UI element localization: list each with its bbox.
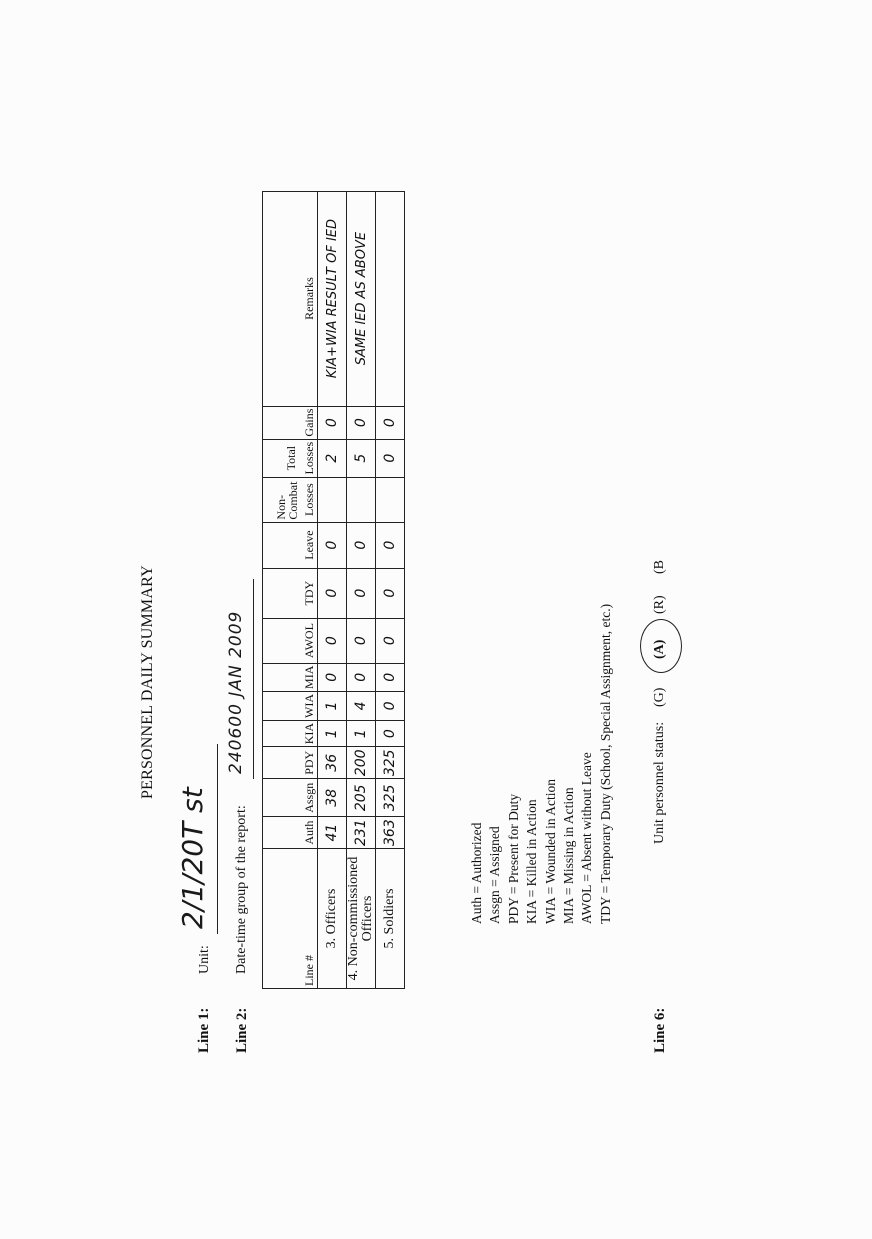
personnel-table: Non-Combat Total Line # Auth Assgn PDY K… <box>262 191 405 989</box>
cell-kia: 1 <box>346 720 376 747</box>
col-gains: Gains <box>299 406 318 440</box>
cell-gains: 0 <box>375 406 405 440</box>
col-awol: AWOL <box>299 618 318 664</box>
cell-total-losses: 2 <box>317 439 347 478</box>
cell-auth: 231 <box>346 816 376 849</box>
cell-leave: 0 <box>375 522 405 569</box>
total-header-top: Total <box>262 439 299 478</box>
col-kia: KIA <box>299 720 318 747</box>
line6-label: Line 6: <box>652 1007 668 1053</box>
datetime-value: 240600 JAN 2009 <box>226 610 246 774</box>
selected-status-circle <box>640 619 682 673</box>
col-leave: Leave <box>299 522 318 569</box>
line1-label: Line 1: <box>196 1007 212 1053</box>
cell-tdy: 0 <box>346 568 376 619</box>
cell-mia: 0 <box>346 663 376 692</box>
table-row: 4. Non-commissioned Officers 231 205 200… <box>346 191 376 989</box>
cell-noncombat <box>346 477 376 523</box>
cell-assgn: 38 <box>317 778 347 817</box>
row-label: 5. Soldiers <box>375 848 405 989</box>
col-mia: MIA <box>299 663 318 692</box>
line2-underline <box>253 579 254 779</box>
legend-item: KIA = Killed in Action <box>524 799 540 924</box>
abbreviation-legend: Auth = Authorized Assgn = Assigned PDY =… <box>468 604 615 924</box>
cell-total-losses: 0 <box>375 439 405 478</box>
cell-kia: 0 <box>375 720 405 747</box>
col-noncombat-losses: Losses <box>299 477 318 523</box>
cell-leave: 0 <box>317 522 347 569</box>
col-pdy: PDY <box>299 746 318 779</box>
row-label: 3. Officers <box>317 848 347 989</box>
cell-noncombat <box>375 477 405 523</box>
cell-assgn: 325 <box>375 778 405 817</box>
cell-tdy: 0 <box>317 568 347 619</box>
legend-item: PDY = Present for Duty <box>505 793 521 924</box>
legend-item: Assgn = Assigned <box>487 826 503 924</box>
cell-leave: 0 <box>346 522 376 569</box>
cell-tdy: 0 <box>375 568 405 619</box>
cell-auth: 41 <box>317 816 347 849</box>
cell-awol: 0 <box>375 618 405 664</box>
line1-field-label: Unit: <box>197 945 212 974</box>
col-assgn: Assgn <box>299 778 318 817</box>
cell-gains: 0 <box>346 406 376 440</box>
noncombat-header-top: Non-Combat <box>262 477 299 523</box>
cell-pdy: 36 <box>317 746 347 779</box>
cell-gains: 0 <box>317 406 347 440</box>
legend-item: AWOL = Absent without Leave <box>579 752 595 924</box>
table-row: 3. Officers 41 38 36 1 1 0 0 0 0 2 0 KIA… <box>317 191 347 989</box>
cell-kia: 1 <box>317 720 347 747</box>
form-title: PERSONNEL DAILY SUMMARY <box>139 565 156 799</box>
col-total-losses: Losses <box>299 439 318 478</box>
cell-noncombat <box>317 477 347 523</box>
col-line-number: Line # <box>299 848 318 989</box>
col-auth: Auth <box>299 816 318 849</box>
line1-underline <box>217 744 218 934</box>
legend-item: MIA = Missing in Action <box>561 787 577 924</box>
cell-auth: 363 <box>375 816 405 849</box>
cell-wia: 0 <box>375 691 405 721</box>
status-option-b: (B <box>652 560 667 574</box>
cell-mia: 0 <box>317 663 347 692</box>
legend-item: TDY = Temporary Duty (School, Special As… <box>597 603 613 924</box>
cell-awol: 0 <box>346 618 376 664</box>
status-option-r: (R) <box>652 595 667 614</box>
cell-total-losses: 5 <box>346 439 376 478</box>
cell-mia: 0 <box>375 663 405 692</box>
legend-item: Auth = Authorized <box>469 822 484 924</box>
cell-remarks <box>375 191 405 407</box>
unit-value: 2/1/20T st <box>176 787 209 929</box>
line6-field-label: Unit personnel status: <box>652 721 667 844</box>
table-row: 5. Soldiers 363 325 325 0 0 0 0 0 0 0 0 <box>375 191 405 989</box>
cell-pdy: 200 <box>346 746 376 779</box>
cell-remarks: KIA+WIA RESULT OF IED <box>317 191 347 407</box>
col-wia: WIA <box>299 691 318 721</box>
legend-item: WIA = Wounded in Action <box>542 778 558 924</box>
cell-wia: 1 <box>317 691 347 721</box>
cell-awol: 0 <box>317 618 347 664</box>
cell-assgn: 205 <box>346 778 376 817</box>
line2-field-label: Date-time group of the report: <box>234 805 249 974</box>
status-option-g: (G) <box>652 687 667 707</box>
cell-wia: 4 <box>346 691 376 721</box>
row-label: 4. Non-commissioned Officers <box>346 848 376 989</box>
line2-label: Line 2: <box>234 1007 250 1053</box>
col-remarks: Remarks <box>299 191 318 407</box>
cell-remarks: SAME IED AS ABOVE <box>346 191 376 407</box>
col-tdy: TDY <box>299 568 318 619</box>
cell-pdy: 325 <box>375 746 405 779</box>
